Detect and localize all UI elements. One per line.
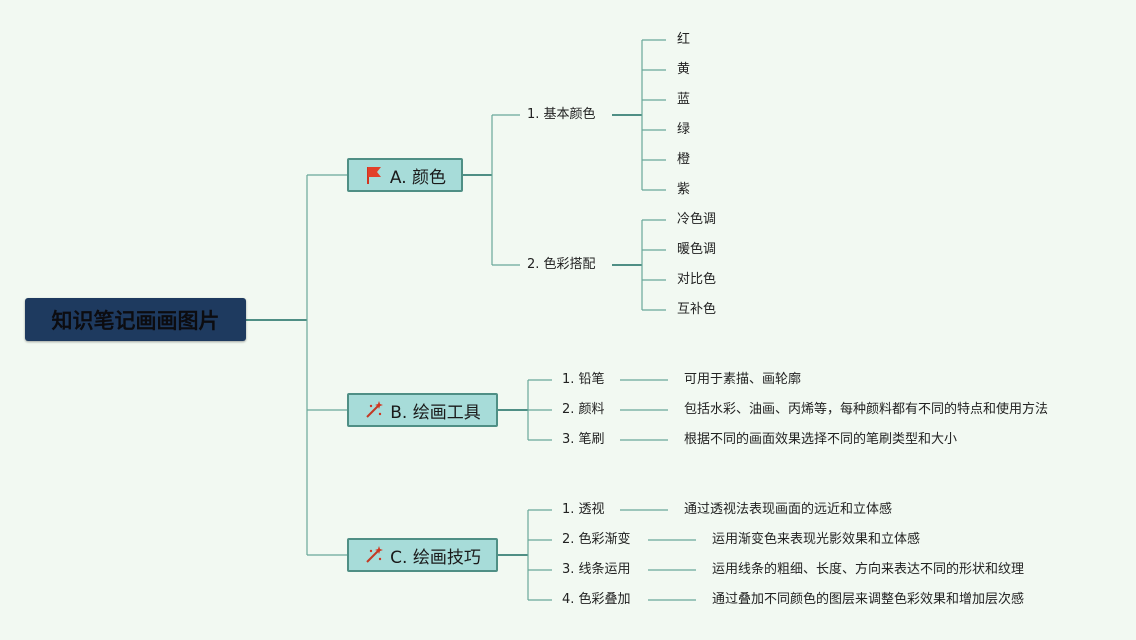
red-flag-icon: [364, 165, 384, 185]
tool-pencil-label[interactable]: 1. 铅笔: [562, 372, 605, 387]
list-item[interactable]: 蓝: [677, 92, 691, 107]
branch-b-node[interactable]: B. 绘画工具: [347, 393, 498, 427]
color-basic-label[interactable]: 1. 基本颜色: [527, 107, 596, 122]
root-title: 知识笔记画画图片: [51, 308, 220, 333]
technique-perspective-desc[interactable]: 通过透视法表现画面的远近和立体感: [684, 502, 893, 517]
magic-wand-icon: [364, 545, 384, 565]
tool-paint-label[interactable]: 2. 颜料: [562, 402, 605, 417]
tool-brush-label[interactable]: 3. 笔刷: [562, 432, 605, 447]
tool-brush-desc[interactable]: 根据不同的画面效果选择不同的笔刷类型和大小: [684, 432, 958, 447]
branch-c-node[interactable]: C. 绘画技巧: [347, 538, 498, 572]
list-item[interactable]: 橙: [677, 152, 691, 167]
list-item[interactable]: 红: [677, 32, 691, 47]
branch-a-node[interactable]: A. 颜色: [347, 158, 463, 192]
technique-overlay-desc[interactable]: 通过叠加不同颜色的图层来调整色彩效果和增加层次感: [712, 592, 1025, 607]
list-item[interactable]: 黄: [677, 62, 691, 77]
list-item[interactable]: 互补色: [677, 302, 717, 317]
technique-overlay-label[interactable]: 4. 色彩叠加: [562, 592, 631, 607]
technique-gradient-desc[interactable]: 运用渐变色来表现光影效果和立体感: [712, 532, 921, 547]
technique-lines-desc[interactable]: 运用线条的粗细、长度、方向来表达不同的形状和纹理: [712, 562, 1025, 577]
color-matching-label[interactable]: 2. 色彩搭配: [527, 257, 596, 272]
technique-lines-label[interactable]: 3. 线条运用: [562, 562, 631, 577]
tool-pencil-desc[interactable]: 可用于素描、画轮廓: [684, 372, 802, 387]
branch-c-label: C. 绘画技巧: [390, 547, 481, 568]
list-item[interactable]: 紫: [677, 182, 691, 197]
list-item[interactable]: 冷色调: [677, 212, 717, 227]
list-item[interactable]: 对比色: [677, 272, 717, 287]
branch-a-label: A. 颜色: [389, 167, 447, 188]
tool-paint-desc[interactable]: 包括水彩、油画、丙烯等，每种颜料都有不同的特点和使用方法: [684, 402, 1049, 417]
root-node[interactable]: 知识笔记画画图片: [25, 298, 246, 341]
list-item[interactable]: 暖色调: [677, 242, 717, 257]
branch-b-label: B. 绘画工具: [390, 402, 481, 423]
list-item[interactable]: 绿: [677, 122, 691, 137]
technique-gradient-label[interactable]: 2. 色彩渐变: [562, 532, 631, 547]
technique-perspective-label[interactable]: 1. 透视: [562, 502, 605, 517]
magic-wand-icon: [364, 400, 384, 420]
